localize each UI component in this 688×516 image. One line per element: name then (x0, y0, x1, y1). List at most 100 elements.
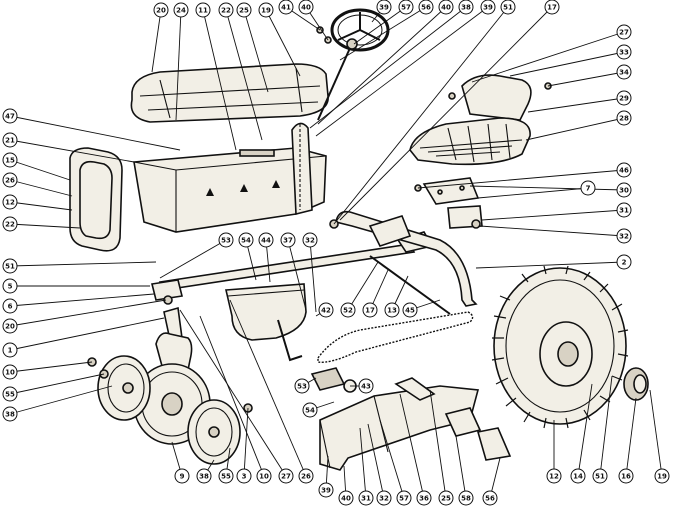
callout-part-51: 51 (2, 258, 18, 274)
callout-circle (2, 152, 18, 168)
callout-circle (580, 180, 596, 196)
callout-circle (218, 468, 234, 484)
callout-part-19: 19 (654, 468, 670, 484)
callout-circle (376, 0, 392, 15)
callout-number: 51 (5, 263, 15, 271)
leader-line-16 (471, 31, 625, 83)
callout-part-39: 39 (376, 0, 392, 15)
callout-circle (2, 278, 18, 294)
callout-number: 1 (8, 347, 13, 355)
leader-line-36 (309, 239, 317, 313)
callout-number: 55 (221, 473, 231, 481)
small-left-wheel (97, 355, 151, 421)
callout-circle (546, 468, 562, 484)
leader-line-42 (9, 317, 165, 351)
callout-part-51: 51 (500, 0, 516, 15)
callout-number: 34 (619, 69, 629, 77)
leader-line-38 (9, 261, 157, 267)
callout-number: 17 (547, 4, 557, 12)
callout-part-27: 27 (278, 468, 294, 484)
leader-line-3 (225, 9, 263, 141)
callout-part-39: 39 (318, 482, 334, 498)
callout-number: 26 (301, 473, 311, 481)
grille (69, 147, 123, 252)
callout-number: 40 (301, 4, 311, 12)
callout-number: 7 (586, 185, 591, 193)
callout-number: 5 (8, 283, 13, 291)
callout-number: 6 (8, 303, 13, 311)
leader-lines (9, 6, 663, 499)
callout-number: 3 (242, 473, 247, 481)
leader-line-17 (509, 51, 625, 77)
callout-number: 19 (261, 7, 271, 15)
callout-number: 21 (5, 137, 15, 145)
callout-circle (298, 468, 314, 484)
leader-line-25 (9, 201, 73, 211)
callout-circle (402, 302, 418, 318)
callout-number: 25 (441, 495, 451, 503)
callout-number: 20 (156, 7, 166, 15)
leader-line-32 (159, 239, 227, 279)
callout-number: 44 (261, 237, 271, 245)
rear-tire (491, 265, 629, 429)
callout-circle (616, 24, 632, 40)
callout-part-45: 45 (402, 302, 418, 318)
rear-hub (623, 367, 649, 401)
callout-circle (616, 228, 632, 244)
callout-part-40: 40 (338, 490, 354, 506)
callout-part-33: 33 (616, 44, 632, 60)
callout-circle (616, 162, 632, 178)
leader-line-0 (151, 9, 162, 73)
callout-number: 38 (461, 4, 471, 12)
callout-circle (570, 468, 586, 484)
callout-part-20: 20 (153, 2, 169, 18)
callout-circle (616, 110, 632, 126)
callout-number: 9 (180, 473, 185, 481)
leader-line-28 (469, 185, 625, 191)
callout-part-28: 28 (616, 110, 632, 126)
callout-circle (438, 490, 454, 506)
callout-number: 55 (5, 391, 15, 399)
callout-number: 58 (461, 495, 471, 503)
callout-circle (480, 0, 496, 15)
callout-number: 53 (221, 237, 231, 245)
callout-number: 51 (595, 473, 605, 481)
callout-part-26: 26 (2, 172, 18, 188)
callout-circle (238, 232, 254, 248)
seat-cushion (130, 63, 329, 123)
callout-circle (438, 0, 454, 15)
callout-circle (174, 468, 190, 484)
callout-part-43: 43 (358, 378, 374, 394)
callout-circle (482, 490, 498, 506)
callout-part-12: 12 (546, 468, 562, 484)
callout-circle (616, 64, 632, 80)
callout-part-26: 26 (298, 468, 314, 484)
rear-fender (319, 377, 512, 471)
callout-part-44: 44 (258, 232, 274, 248)
leader-line-14 (333, 6, 509, 225)
leader-line-18 (547, 71, 625, 87)
callout-circle (195, 2, 211, 18)
leader-line-50 (9, 385, 113, 415)
callout-part-3: 3 (236, 468, 252, 484)
callout-number: 42 (321, 307, 331, 315)
callout-circle (294, 378, 310, 394)
leader-line-67 (429, 389, 447, 499)
pedal-assembly (310, 367, 357, 393)
callout-part-30: 30 (616, 182, 632, 198)
callout-number: 41 (281, 4, 291, 12)
callout-circle (153, 2, 169, 18)
hood-body (133, 122, 327, 233)
callout-part-40: 40 (298, 0, 314, 15)
leader-line-43 (347, 261, 379, 311)
callout-number: 40 (341, 495, 351, 503)
callout-circle (592, 468, 608, 484)
callout-circle (616, 202, 632, 218)
callout-number: 13 (387, 307, 397, 315)
callout-circle (236, 2, 252, 18)
leader-line-4 (243, 9, 269, 93)
callout-circle (258, 232, 274, 248)
callout-number: 30 (619, 187, 629, 195)
callout-number: 27 (281, 473, 291, 481)
